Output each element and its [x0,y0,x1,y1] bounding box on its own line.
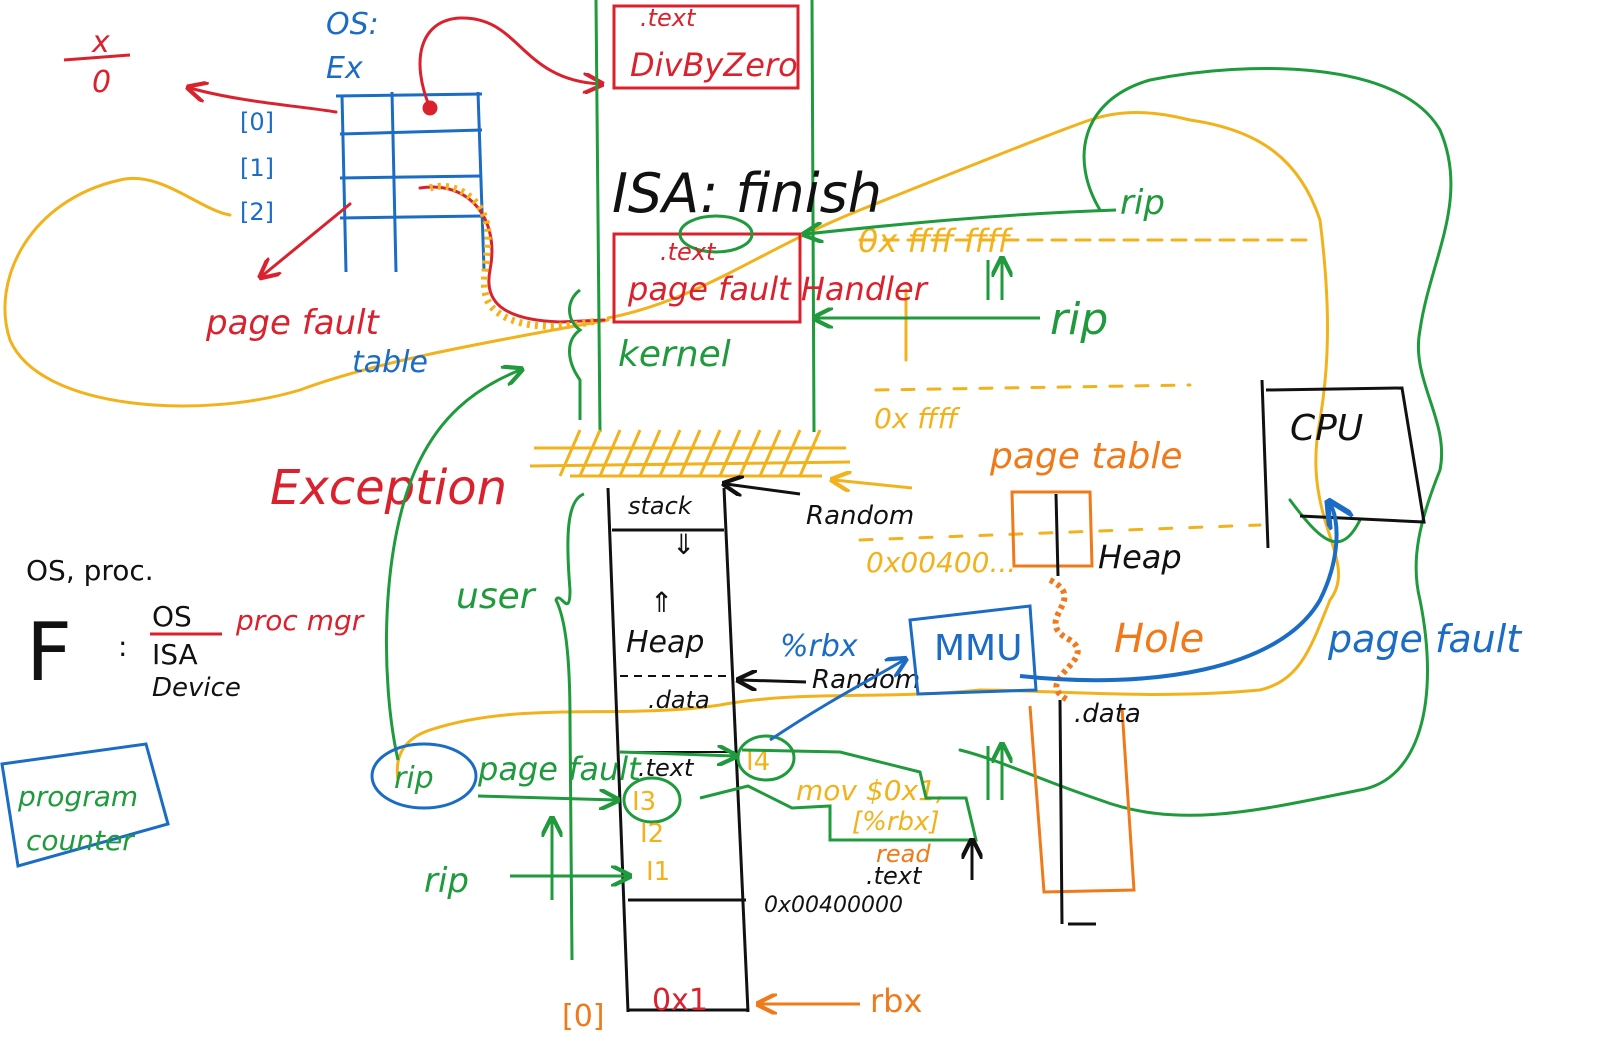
bottom-value: 0x1 [652,983,708,1018]
index-0: [0] [240,108,274,136]
index-1: [1] [240,154,274,182]
user-label: user [456,576,537,617]
div-by-zero-box [612,4,800,90]
rip-mid-label: rip [1050,294,1108,345]
rbx-label: rbx [870,982,922,1020]
device-note: Device [152,673,241,703]
i1-label: I1 [646,857,670,887]
fraction-x-over-zero: x 0 [63,25,131,100]
heap-right-label: Heap [1098,538,1182,576]
program-counter-line1: program [17,780,138,813]
text-section-mid: .text [660,238,717,266]
rip-top-label: rip [1120,183,1165,223]
orange-spring-coil [428,182,601,330]
kernel-brace [568,288,583,420]
blue-mmu-to-cpu [1019,504,1337,683]
f-letter: F [26,606,72,699]
green-rip-to-i3 [477,796,616,800]
green-pagefault-to-i4 [619,752,734,756]
green-up-arrows-bottom [988,746,1002,800]
green-flow-loop [958,67,1453,817]
page-table-spine [1054,493,1096,926]
rip-up-arrows-top [988,260,1002,300]
mmu-box [908,604,1038,696]
cpu-box [1260,379,1426,549]
heap-up-arrow: ⇑ [650,586,673,619]
text-section-top: .text [640,4,697,32]
random-arrow-1 [726,484,801,494]
os-note: OS [152,600,192,633]
stack-label: stack [628,492,693,520]
green-exception-arc [384,370,520,761]
isa-note: ISA [152,638,198,671]
data-right-label: .data [1074,699,1141,729]
mov-operand: [%rbx] [852,807,940,837]
rip-circle [370,742,478,810]
text-under-instruction: .text [866,862,923,890]
mmu-label: MMU [934,628,1022,669]
kernel-column [594,0,816,433]
i4-label: I4 [746,747,770,777]
os-label: OS: [326,7,379,42]
index-2: [2] [240,198,274,226]
rip-bottom-label: rip [424,861,469,901]
page-fault-blue-label: page fault [1327,617,1523,661]
blue-rbx-to-mmu [769,660,904,742]
rbx-reg-label: %rbx [780,629,858,664]
user-brace [554,492,585,961]
exception-table [335,91,486,273]
program-counter-box [0,742,170,868]
exception-label: Exception [270,460,507,516]
red-table-arrows [190,16,606,324]
page-fault-handler-label: page fault Handler [627,270,929,308]
addr-mid-label: 0x ffff [874,402,960,435]
page-fault-green-label: page fault [477,750,642,788]
text-circle-marker [678,214,754,254]
page-fault-red-label: page fault [205,303,381,343]
page-table-label: page table [989,436,1183,477]
program-counter-line2: counter [26,824,135,857]
kernel-label: kernel [618,334,731,375]
rip-top-arrow [806,208,1117,234]
random-arrow-2 [740,680,807,682]
ex-label: Ex [326,51,363,86]
i2-label: I2 [640,819,664,849]
svg-text:0: 0 [92,65,111,100]
data-label: .data [648,686,710,714]
page-fault-handler-box [612,232,802,324]
rip-circle-label: rip [394,761,434,796]
addr-heap-label: 0x00400... [866,546,1016,579]
f-colon: : [118,630,127,663]
os-proc-note: OS, proc. [26,554,154,587]
hole-hatch [1048,577,1081,703]
table-label: table [352,345,428,380]
i3-circle [622,776,682,824]
page-table-column [1010,490,1136,894]
i3-label: I3 [632,787,656,817]
heap-label: Heap [626,625,704,660]
addr-text-start: 0x00400000 [764,893,903,918]
hole-label: Hole [1114,616,1204,662]
cpu-label: CPU [1290,408,1363,449]
mov-instruction: mov $0x1, [796,774,945,807]
stack-down-arrow: ⇓ [672,528,695,561]
div-by-zero-label: DivByZero [630,46,798,84]
kernel-boundary-hatch [529,429,851,478]
bottom-index: [0] [562,999,605,1034]
read-label: read [876,840,931,868]
svg-text:x: x [91,25,110,60]
proc-mgr-note: proc mgr [235,604,365,637]
random-label-1: Random [806,501,914,531]
isa-finish-label: ISA: finish [612,162,882,225]
yellow-flow-loop [3,111,1341,782]
yellow-arrow-to-boundary [834,480,913,488]
